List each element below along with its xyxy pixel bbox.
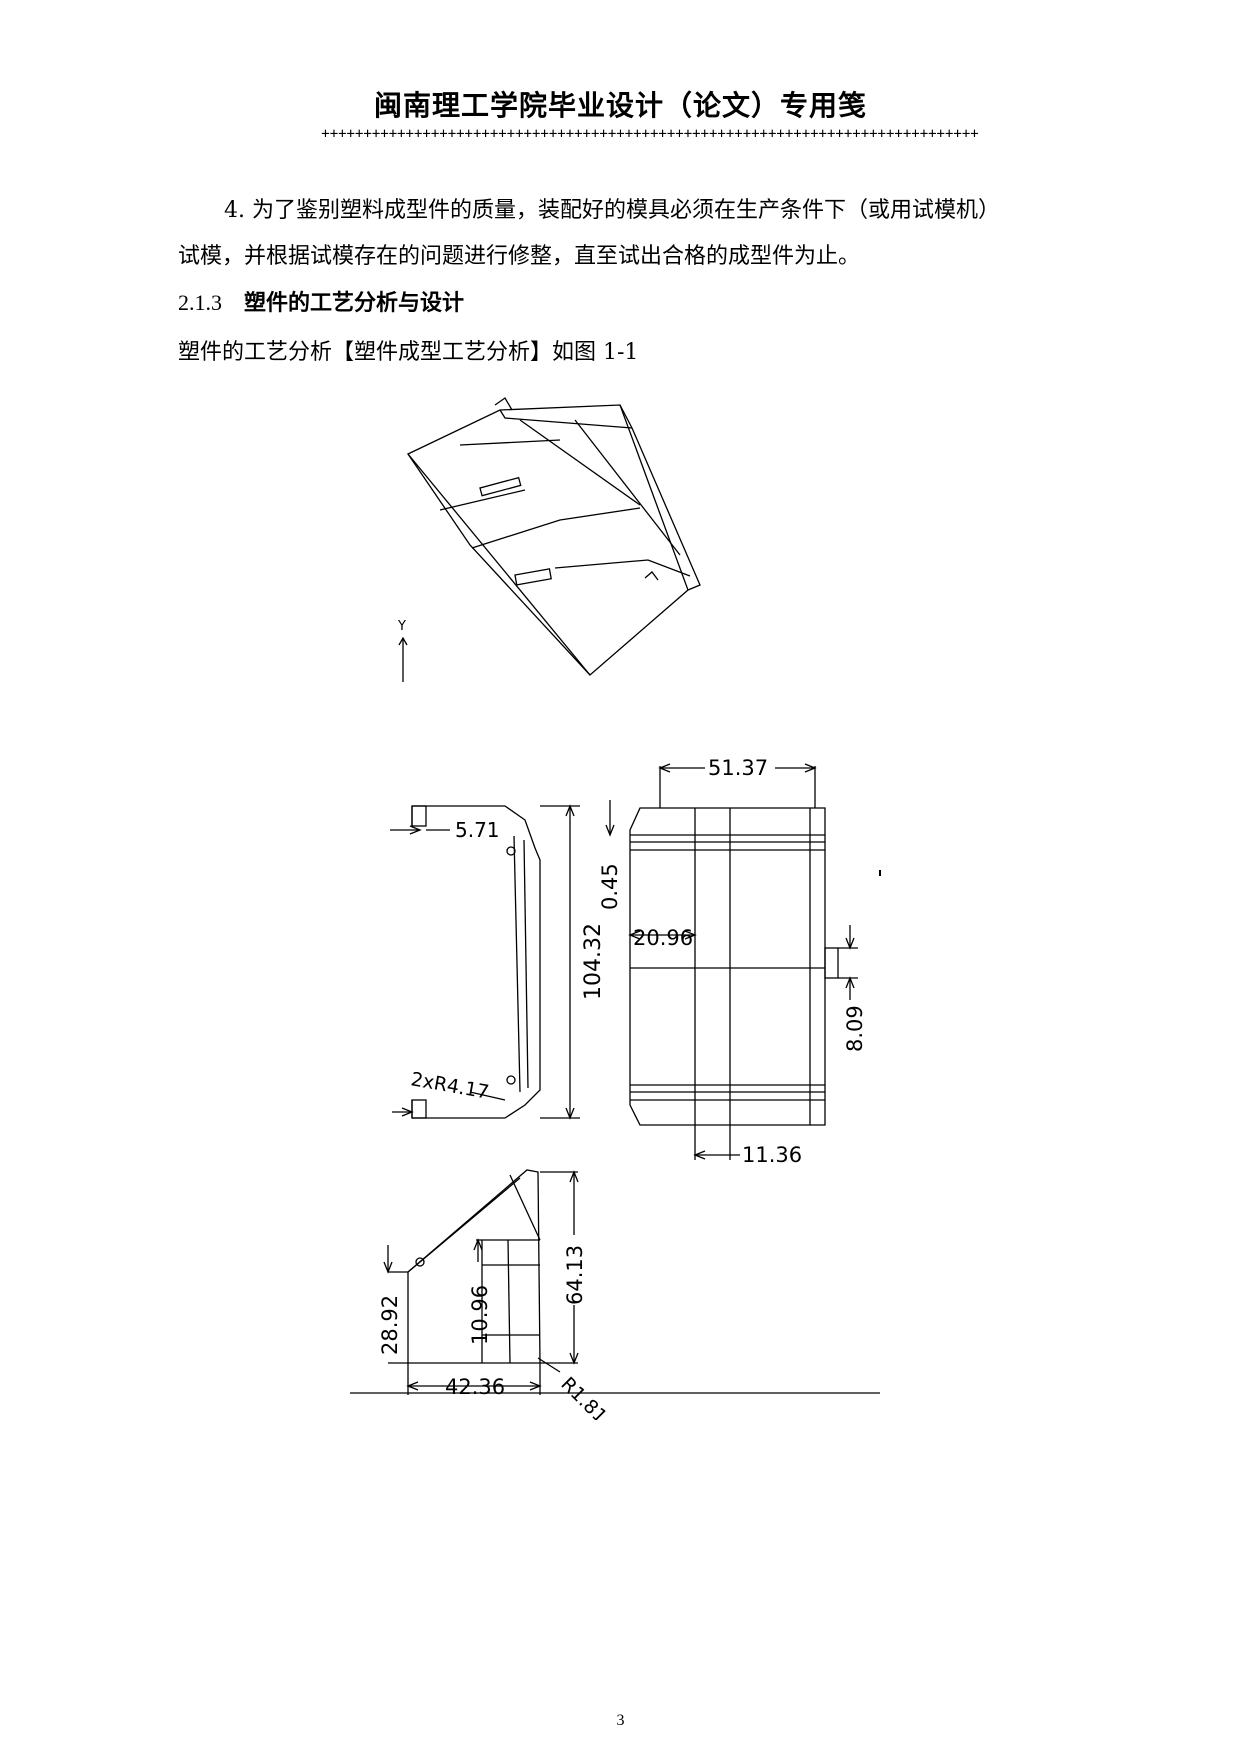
dim-height: 104.32 bbox=[581, 923, 606, 1000]
dim-tab-offset: 8.09 bbox=[843, 1005, 867, 1052]
section-number: 2.1.3 bbox=[178, 290, 222, 315]
dim-tab-width: 11.36 bbox=[742, 1143, 802, 1167]
part-drawing-figure: Y 5.71 104.32 2xR4.17 bbox=[350, 397, 881, 1420]
figure-intro: 塑件的工艺分析【塑件成型工艺分析】如图 1-1 bbox=[178, 340, 639, 365]
top-view: 51.37 0.45 20.96 8.09 11.36 bbox=[598, 756, 881, 1167]
dim-front-inner-height: 10.96 bbox=[468, 1285, 492, 1345]
dim-top-width: 51.37 bbox=[708, 756, 768, 780]
isometric-view bbox=[406, 397, 701, 676]
front-view: 64.13 28.92 10.96 42.36 R1.81 bbox=[350, 1169, 880, 1420]
dim-front-base: 42.36 bbox=[445, 1375, 505, 1399]
section-title: 塑件的工艺分析与设计 bbox=[244, 291, 465, 316]
dim-inner-width: 20.96 bbox=[633, 926, 693, 950]
section-heading: 2.1.3 塑件的工艺分析与设计 bbox=[178, 285, 464, 317]
header-rule: ++++++++++++++++++++++++++++++++++++++++… bbox=[321, 126, 979, 142]
paragraph-step-4: 4. 为了鉴别塑料成型件的质量，装配好的模具必须在生产条件下（或用试模机） bbox=[224, 198, 1000, 223]
side-view: 5.71 104.32 2xR4.17 bbox=[390, 804, 606, 1120]
dim-fillet: 2xR4.17 bbox=[409, 1068, 490, 1103]
dim-small-gap: 0.45 bbox=[598, 863, 622, 910]
paragraph-step-4-cont: 试模，并根据试模存在的问题进行修整，直至试出合格的成型件为止。 bbox=[178, 244, 861, 269]
dim-small-radius: R1.81 bbox=[556, 1373, 611, 1420]
dim-front-left-height: 28.92 bbox=[378, 1295, 402, 1355]
page-number: 3 bbox=[616, 1712, 625, 1729]
y-axis-label: Y bbox=[397, 619, 406, 634]
dim-front-height: 64.13 bbox=[563, 1245, 587, 1305]
y-axis-indicator: Y bbox=[397, 619, 408, 682]
header-title: 闽南理工学院毕业设计（论文）专用笺 bbox=[373, 89, 867, 122]
dim-side-offset: 5.71 bbox=[455, 818, 500, 842]
